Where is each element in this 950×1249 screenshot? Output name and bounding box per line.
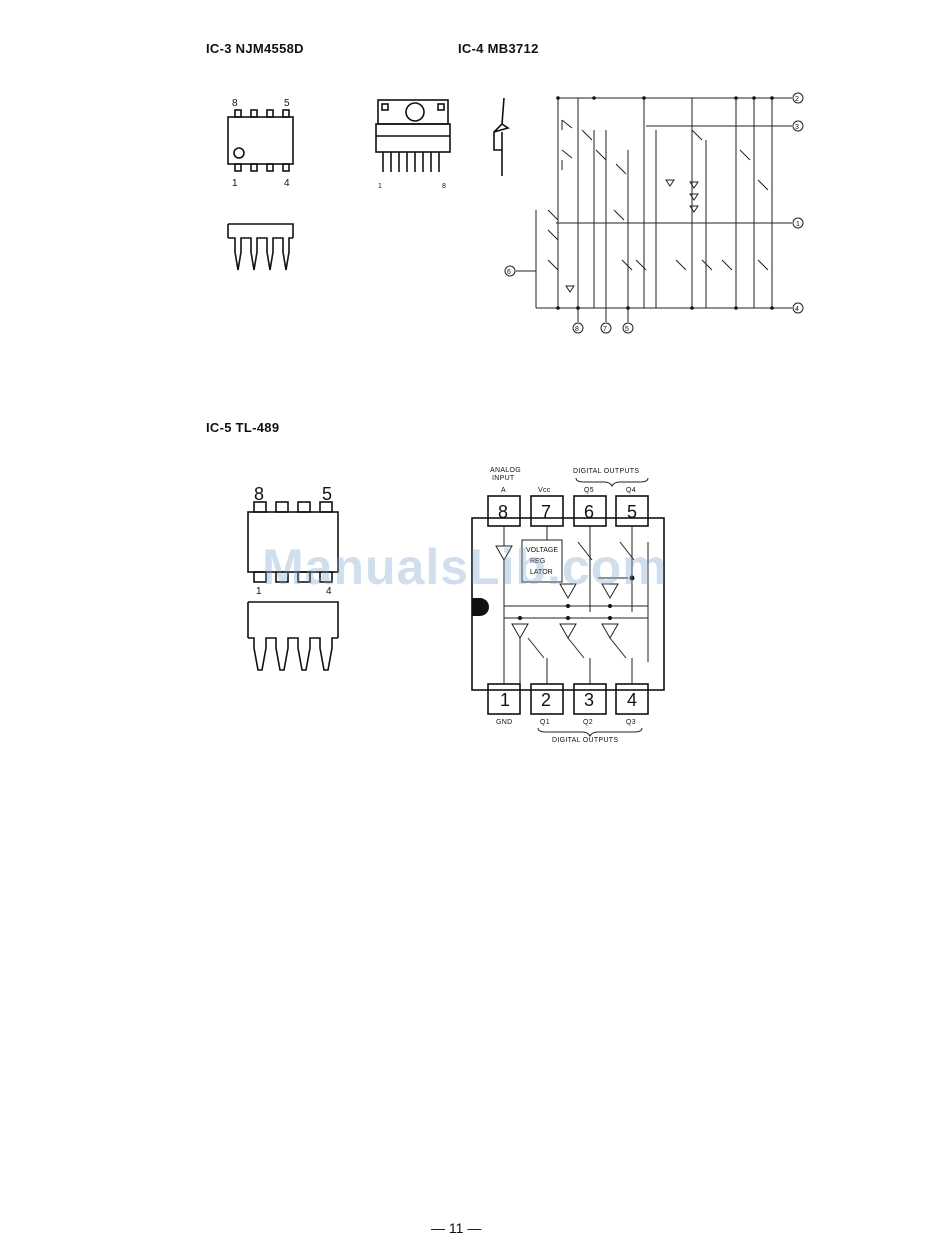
ic5-label-vcc: Vcc (538, 487, 551, 494)
ic5-label-a: A (501, 487, 506, 494)
ic5-digital-outputs-top: DIGITAL OUTPUTS (573, 468, 639, 475)
ic4-pin3-label: 3 (795, 124, 799, 131)
ic3-dip-top-view: 8 5 1 4 (222, 92, 302, 192)
ic5-pin1: 1 (500, 690, 510, 710)
ic5-package-side-view (240, 598, 350, 678)
ic5-pin6: 6 (584, 502, 594, 522)
ic5-pin3: 3 (584, 690, 594, 710)
ic5-pin7: 7 (541, 502, 551, 522)
ic5-analog-input-line1: ANALOG (490, 467, 521, 474)
ic4-pin6-label: 6 (507, 269, 511, 276)
ic4-pin8-label: 8 (575, 326, 579, 333)
watermark: ManualsLib.com (262, 538, 668, 596)
ic4-pin4-label: 4 (795, 306, 799, 313)
ic4-pin2-label: 2 (795, 96, 799, 103)
ic4-pin1-label: 1 (796, 221, 800, 228)
ic3-pin1-label: 1 (232, 178, 238, 189)
ic4-pin7-label: 7 (603, 326, 607, 333)
ic5-analog-input-line2: INPUT (492, 475, 515, 482)
ic5-pin1-notch (472, 598, 489, 616)
ic5-pkg-pin8-label: 8 (254, 484, 264, 504)
ic5-label-q2: Q2 (583, 719, 593, 726)
ic5-pin4: 4 (627, 690, 637, 710)
ic5-block-diagram: ANALOG INPUT DIGITAL OUTPUTS A Vcc Q5 Q4… (468, 462, 668, 752)
ic3-title: IC-3 NJM4558D (206, 41, 304, 56)
ic3-pin5-label: 5 (284, 98, 290, 109)
ic5-pin5: 5 (627, 502, 637, 522)
ic5-pkg-pin5-label: 5 (322, 484, 332, 504)
ic4-package-front: 1 8 (372, 96, 462, 196)
ic4-pkg-pin8-label: 8 (442, 183, 446, 190)
ic5-label-q3: Q3 (626, 719, 636, 726)
ic5-label-q5: Q5 (584, 487, 594, 494)
ic4-pkg-pin1-label: 1 (378, 183, 382, 190)
ic4-title: IC-4 MB3712 (458, 41, 539, 56)
ic5-pin8: 8 (498, 502, 508, 522)
ic5-title: IC-5 TL-489 (206, 420, 279, 435)
ic3-dip-side-view (222, 220, 302, 280)
ic5-label-q4: Q4 (626, 487, 636, 494)
page-number: — 11 — (431, 1220, 481, 1236)
ic5-label-q1: Q1 (540, 719, 550, 726)
ic5-label-gnd: GND (496, 719, 512, 726)
ic5-digital-outputs-bottom: DIGITAL OUTPUTS (552, 737, 618, 744)
ic3-pin4-label: 4 (284, 178, 290, 189)
ic4-internal-schematic: 2 3 1 4 6 8 7 5 (496, 90, 816, 340)
ic3-pin8-label: 8 (232, 98, 238, 109)
ic5-pin2: 2 (541, 690, 551, 710)
ic4-pin5-label: 5 (625, 326, 629, 333)
